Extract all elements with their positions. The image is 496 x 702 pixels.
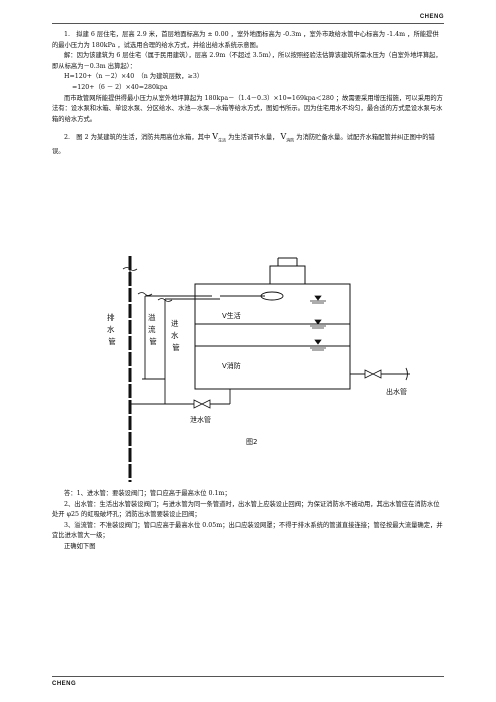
drain-valve xyxy=(193,399,211,409)
overflow-pipe xyxy=(144,295,212,379)
figure-caption: 图2 xyxy=(246,438,257,446)
answer-2-line-4: 正确如下图 xyxy=(64,542,96,550)
label-v-life: V生活 xyxy=(222,311,241,320)
answer-2-line-2: 2、出水管：生活出水管装设阀门；与进水管为同一条管道时，出水管上应装设止回阀；为… xyxy=(52,500,440,519)
question-2-text: 2. 图 2 为某建筑的生活，消防共用高位水箱，其中 V生活 为生活调节水量， … xyxy=(52,132,444,157)
question-1-text: 1. 拟建 6 层住宅，层高 2.9 米，首层地面标高为 ± 0.00 ，室外地… xyxy=(52,31,439,49)
question-2-part-c: 为消防贮备水量。试配齐水箱配管并纠正图中的错误。 xyxy=(52,134,435,155)
label-drain-pipe: 排 水 管 xyxy=(107,312,117,346)
answer-2-line-3: 3、溢流管：不准装设阀门；管口应高于最高水位 0.05m；出口应装设网罩；不得于… xyxy=(52,521,443,540)
label-outlet-pipe: 出水管 xyxy=(386,387,407,396)
question-2-part-a: 2. 图 2 为某建筑的生活，消防共用高位水箱，其中 xyxy=(64,134,211,142)
bottom-drain-pipe xyxy=(130,389,231,405)
outlet-valve xyxy=(364,369,382,379)
question-2-part-b: 为生活调节水量， xyxy=(228,134,279,142)
label-v-fire: V消防 xyxy=(222,361,241,370)
label-overflow-pipe: 溢 流 管 xyxy=(148,312,158,346)
water-level-marks xyxy=(310,295,326,351)
water-tank xyxy=(194,257,351,390)
header-rule xyxy=(52,23,444,24)
footer-rule xyxy=(52,676,444,677)
label-inlet-pipe: 进 水 管 xyxy=(171,319,181,352)
label-bottom-drain-pipe: 泄水管 xyxy=(190,415,211,424)
page-header-brand: CHENG xyxy=(419,14,444,20)
answer-1-conclusion: 而市政管网所能提供得最小压力从室外地坪算起为 180kpa－（1.4－0.3）×… xyxy=(52,94,443,123)
formula-2: =120+（6 － 2）×40=280kpa xyxy=(72,83,168,91)
figure-2-water-tank-diagram: 排 水 管 溢 流 管 进 水 管 V生活 V消防 出水管 泄水管 图2 xyxy=(107,256,410,482)
question-1-block: 1. 拟建 6 层住宅，层高 2.9 米，首层地面标高为 ± 0.00 ，室外地… xyxy=(52,30,444,157)
answer-2-block: 答：1、进水管：要装设阀门；管口应高于最高水位 0.1m； 2、出水管：生活出水… xyxy=(52,489,444,553)
answer-1-intro: 解：因为该建筑为 6 层住宅（属于民用建筑），层高 2.9m（不超过 3.5m）… xyxy=(52,52,442,70)
float-valve xyxy=(220,291,284,301)
v-life-symbol: V生活 xyxy=(212,132,227,143)
answer-2-line-1: 答：1、进水管：要装设阀门；管口应高于最高水位 0.1m； xyxy=(64,490,231,497)
page-footer-brand: CHENG xyxy=(52,681,77,687)
inlet-pipe xyxy=(142,298,220,404)
pipe-break-marks xyxy=(122,267,173,302)
formula-1: H=120+（n －2）×40 （n 为建筑层数，≥3） xyxy=(64,73,204,81)
v-fire-symbol: V消防 xyxy=(280,132,295,143)
